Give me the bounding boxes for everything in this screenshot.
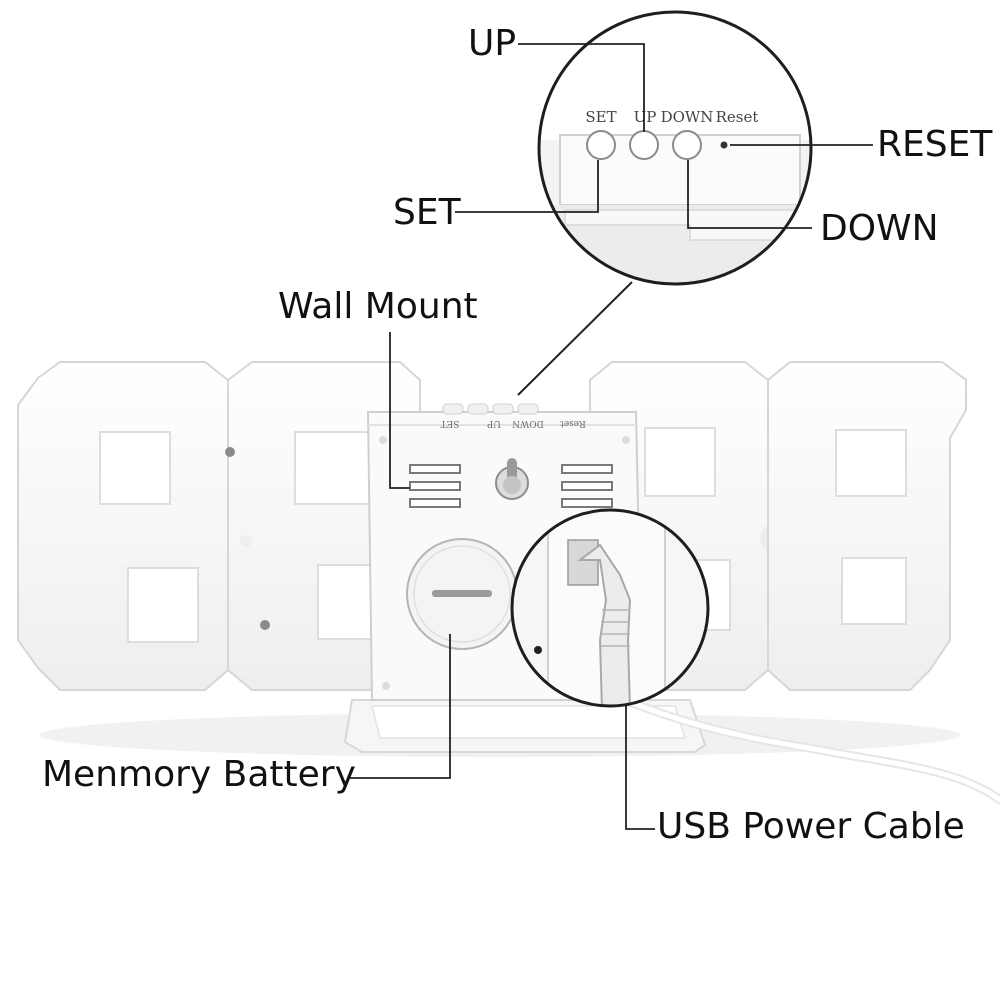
callout-down: DOWN xyxy=(820,208,939,249)
vent-slots xyxy=(409,464,613,508)
back-label-up: UP xyxy=(487,418,501,428)
digit-window xyxy=(99,431,171,505)
battery-cover xyxy=(406,538,518,650)
callout-memory-battery: Menmory Battery xyxy=(42,754,356,795)
zoom-up-button xyxy=(629,130,659,160)
zoom-down-button xyxy=(672,130,702,160)
digit-window xyxy=(294,431,376,505)
zoom-label-down: DOWN xyxy=(661,108,714,126)
back-label-reset: Reset xyxy=(560,418,586,428)
leader-lines xyxy=(348,43,873,830)
back-label-down: DOWN xyxy=(512,418,544,428)
wall-mount-keyhole xyxy=(495,458,529,500)
button-zoom-callout: SET UP DOWN Reset xyxy=(537,10,813,286)
digit-window xyxy=(127,567,199,643)
digit-window xyxy=(841,557,907,625)
callout-usb-power-cable: USB Power Cable xyxy=(657,806,965,847)
zoom-connector-line xyxy=(517,281,633,396)
digit-window xyxy=(644,427,716,497)
usb-zoom-callout xyxy=(510,508,710,708)
callout-wall-mount: Wall Mount xyxy=(278,286,478,327)
screw-icon xyxy=(260,620,270,630)
zoom-reset-hole xyxy=(720,141,728,149)
stand-inner xyxy=(371,705,687,739)
callout-set: SET xyxy=(393,192,461,233)
sensor-dot xyxy=(240,535,252,547)
zoom-label-reset: Reset xyxy=(716,108,759,126)
digit-window xyxy=(835,429,907,497)
back-label-set: SET xyxy=(441,418,460,428)
screw-icon xyxy=(225,447,235,457)
callout-reset: RESET xyxy=(877,124,993,165)
callout-up: UP xyxy=(468,23,517,64)
zoom-label-set: SET xyxy=(585,108,616,126)
usb-plug xyxy=(577,543,632,706)
zoom-label-up: UP xyxy=(634,108,657,126)
digit-block-1 xyxy=(17,361,229,691)
zoom-set-button xyxy=(586,130,616,160)
digit-block-4 xyxy=(767,361,967,691)
